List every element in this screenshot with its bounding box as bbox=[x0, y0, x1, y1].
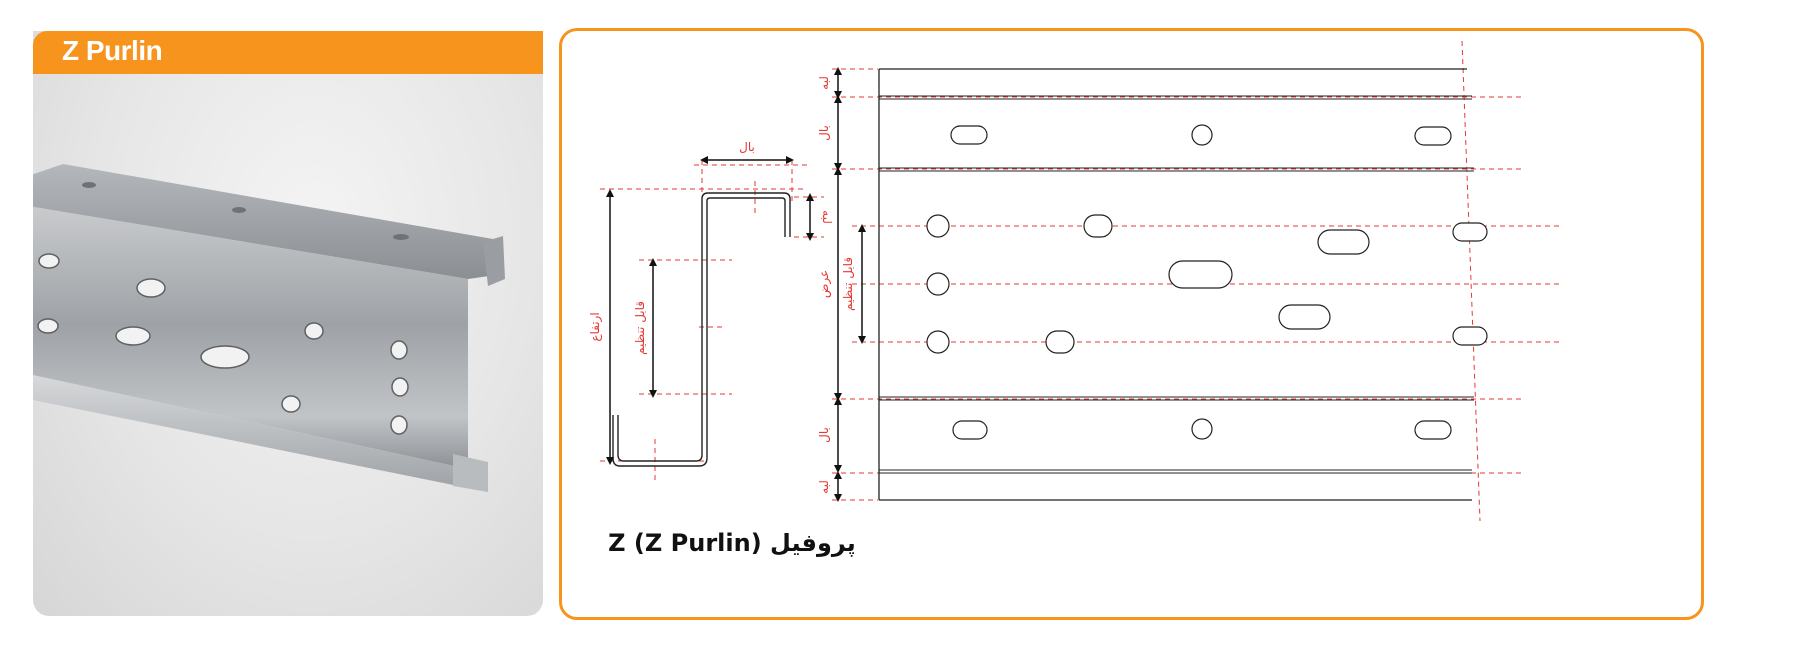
strip-label-lip-top: لبه bbox=[817, 76, 831, 90]
slot-hole bbox=[952, 420, 988, 440]
flange-hole bbox=[82, 182, 96, 188]
profile-caption: پروفیل Z (Z Purlin) bbox=[608, 529, 856, 557]
web-hole bbox=[38, 253, 60, 269]
z-profile-inner bbox=[612, 197, 786, 467]
purlin-top-flange bbox=[33, 164, 503, 279]
strip-label-width: عرض bbox=[817, 270, 832, 298]
web-hole bbox=[304, 322, 324, 340]
web-hole bbox=[200, 345, 250, 369]
purlin-bottom-flange bbox=[33, 375, 488, 492]
cross-section-view: بال لبه ارتفاع قابل تنظیم bbox=[588, 140, 834, 483]
flat-strip-view: لبه بال عرض قابل تنظیم بال لبه bbox=[817, 40, 1562, 522]
slot-hole bbox=[1414, 126, 1452, 146]
label-adjustable: قابل تنظیم bbox=[633, 301, 647, 355]
slot-hole bbox=[1083, 214, 1113, 238]
round-hole bbox=[926, 214, 950, 238]
slot-hole bbox=[950, 125, 988, 145]
strip-label-lip-bottom: لبه bbox=[817, 480, 831, 494]
strip-label-flange-bottom: بال bbox=[817, 427, 831, 443]
web-hole bbox=[281, 395, 301, 413]
label-lip: لبه bbox=[820, 210, 834, 224]
web-hole bbox=[390, 340, 408, 360]
slot-hole bbox=[1452, 222, 1488, 242]
slot-hole bbox=[1452, 326, 1488, 346]
label-height: ارتفاع bbox=[588, 312, 603, 341]
round-hole bbox=[1191, 418, 1213, 440]
z-purlin-drawing: بال لبه ارتفاع قابل تنظیم bbox=[588, 40, 1562, 522]
strip-label-flange-top: بال bbox=[817, 125, 831, 141]
web-hole bbox=[37, 318, 59, 334]
technical-diagram-card: بال لبه ارتفاع قابل تنظیم bbox=[559, 28, 1704, 620]
purlin-web bbox=[33, 206, 468, 469]
strip-label-adjustable: قابل تنظیم bbox=[841, 257, 855, 311]
slot-hole bbox=[1317, 229, 1370, 255]
web-hole bbox=[136, 278, 166, 298]
slot-hole bbox=[1414, 420, 1452, 440]
slot-hole bbox=[1045, 330, 1075, 354]
product-photo-card: Z Purlin bbox=[33, 31, 543, 616]
title-bar: Z Purlin bbox=[33, 31, 543, 74]
flange-hole bbox=[393, 234, 409, 240]
z-purlin-photo bbox=[33, 164, 505, 492]
purlin-bottom-lip bbox=[453, 454, 488, 492]
card-title: Z Purlin bbox=[62, 35, 163, 66]
web-hole bbox=[391, 377, 409, 397]
label-flange: بال bbox=[739, 140, 755, 154]
flange-hole bbox=[232, 207, 246, 213]
round-hole bbox=[1191, 124, 1213, 146]
purlin-top-lip bbox=[483, 236, 505, 286]
slot-hole bbox=[1278, 304, 1331, 330]
web-hole bbox=[390, 415, 408, 435]
web-hole bbox=[115, 326, 151, 346]
slot-hole bbox=[1168, 260, 1233, 289]
round-hole bbox=[926, 330, 950, 354]
z-profile-outer bbox=[617, 192, 791, 462]
round-hole bbox=[926, 272, 950, 296]
